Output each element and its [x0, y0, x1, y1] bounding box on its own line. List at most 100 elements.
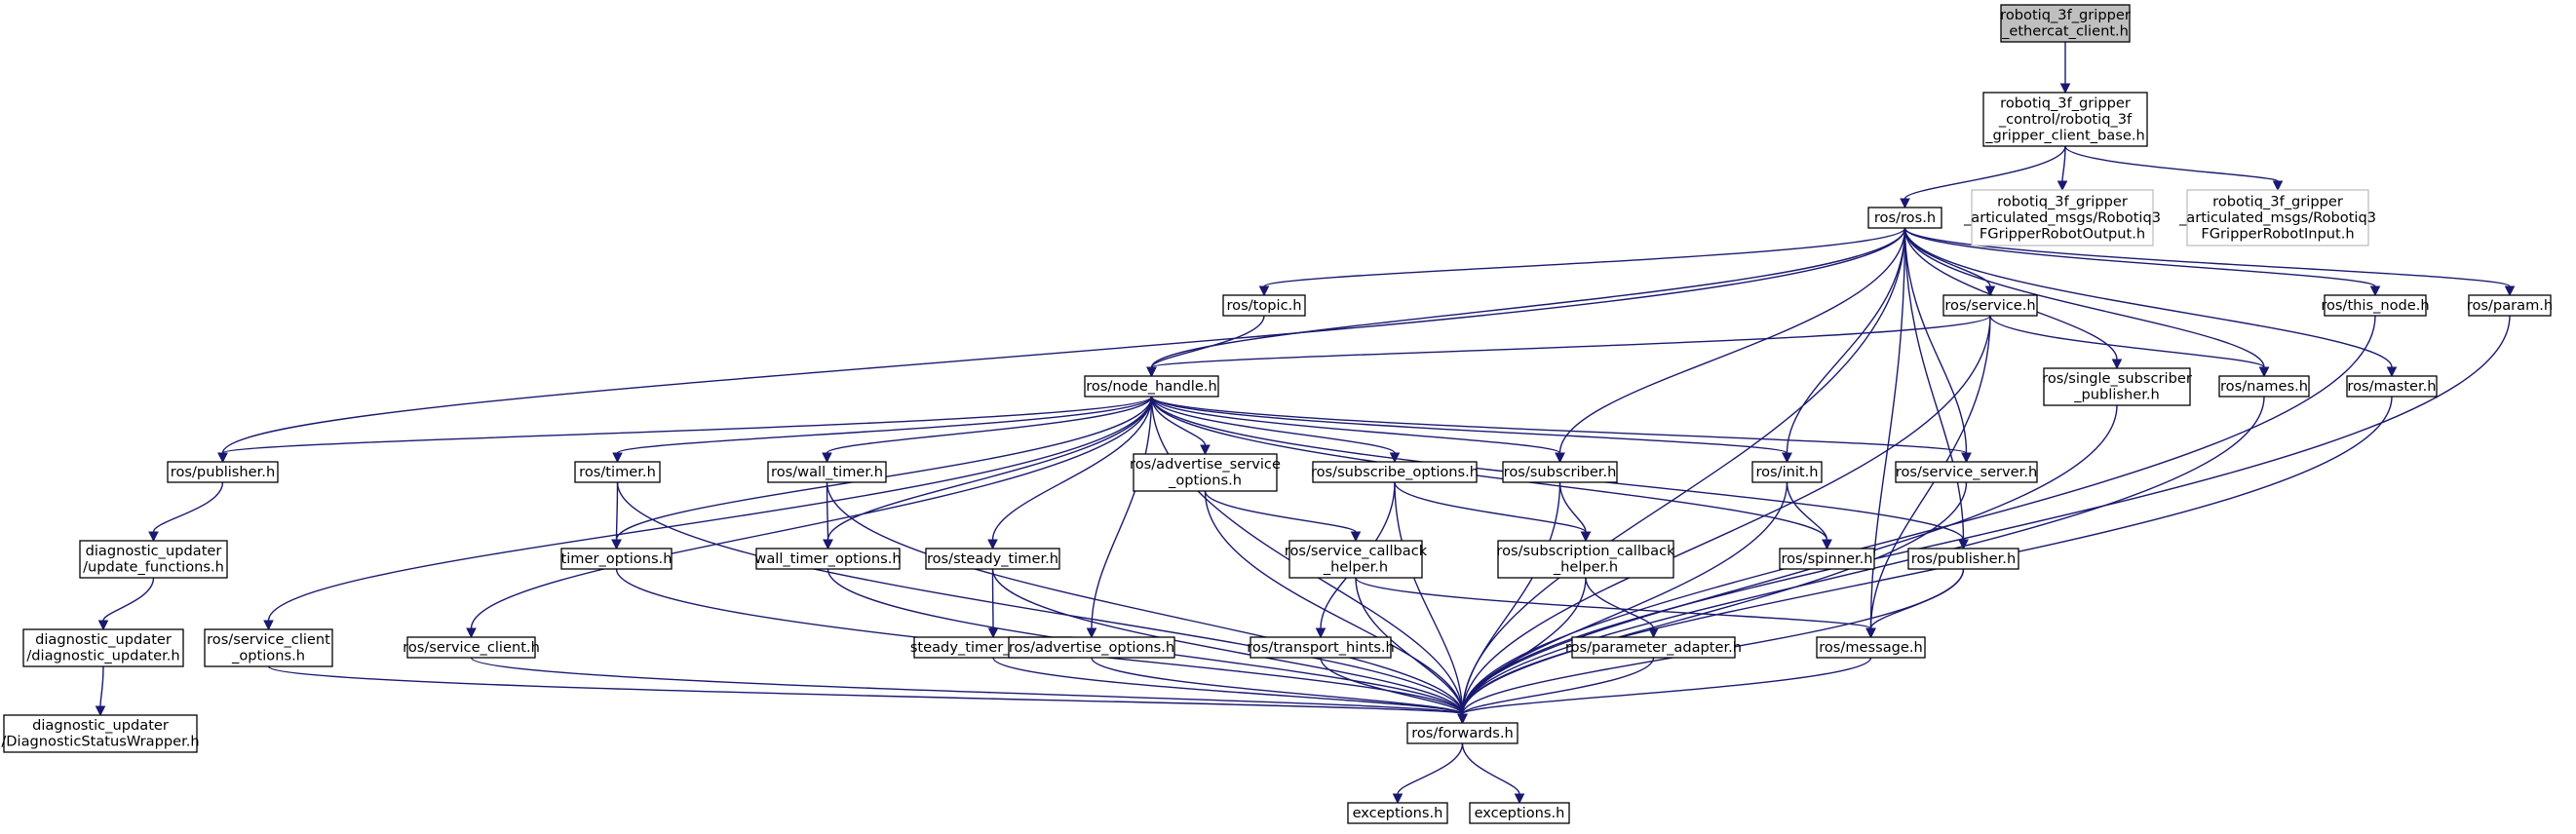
- node-label-line: ros/forwards.h: [1411, 725, 1514, 741]
- node-diag-status[interactable]: diagnostic_updater/DiagnosticStatusWrapp…: [1, 714, 200, 753]
- node-label-line: FGripperRobotInput.h: [2201, 225, 2354, 242]
- node-publisher-right[interactable]: ros/publisher.h: [1907, 548, 2019, 570]
- edge-node-handle-to-adv-srv-opts: [1150, 396, 1211, 456]
- node-label-line: ros/parameter_adapter.h: [1565, 639, 1742, 656]
- node-robot-input[interactable]: robotiq_3f_gripper_articulated_msgs/Robo…: [2178, 189, 2376, 246]
- node-label-line: ros/param.h: [2467, 297, 2553, 314]
- edge-node-handle-to-publisher-left: [217, 396, 1153, 464]
- node-param-adapter[interactable]: ros/parameter_adapter.h: [1565, 636, 1742, 659]
- node-label-line: timer_options.h: [561, 550, 673, 567]
- node-node-handle[interactable]: ros/node_handle.h: [1084, 375, 1219, 398]
- node-init[interactable]: ros/init.h: [1751, 461, 1823, 483]
- edge-line: [1397, 742, 1464, 795]
- arrowhead: [217, 452, 228, 464]
- edge-line: [1355, 577, 1464, 715]
- arrowhead: [1315, 627, 1326, 639]
- node-client-base[interactable]: robotiq_3f_gripper_control/robotiq_3f_gr…: [1982, 92, 2148, 147]
- node-exceptions-b[interactable]: exceptions.h: [1469, 802, 1570, 824]
- node-box: [1895, 461, 2038, 483]
- node-diag-update-fn[interactable]: diagnostic_updater/update_functions.h: [79, 540, 228, 579]
- node-message[interactable]: ros/message.h: [1816, 636, 1926, 659]
- node-subscriber[interactable]: ros/subscriber.h: [1502, 461, 1618, 483]
- node-box: [3, 714, 198, 753]
- node-forwards[interactable]: ros/forwards.h: [1406, 722, 1519, 744]
- edge-line: [1204, 490, 1357, 533]
- node-robot-output[interactable]: robotiq_3f_gripper_articulated_msgs/Robo…: [1963, 189, 2161, 246]
- edge-line: [1355, 577, 1872, 629]
- node-box: [1971, 189, 2154, 246]
- node-label-line: _articulated_msgs/Robotiq3: [2178, 209, 2376, 226]
- node-steady-timer[interactable]: ros/steady_timer.h: [925, 548, 1060, 570]
- edge-ros-h-to-master: [1903, 227, 2398, 378]
- edge-line: [267, 665, 1464, 715]
- node-label-line: diagnostic_updater: [86, 543, 222, 559]
- node-adv-opts[interactable]: ros/advertise_options.h: [1008, 636, 1175, 659]
- edge-line: [1903, 227, 1968, 454]
- node-label-line: _options.h: [1168, 473, 1242, 489]
- node-names[interactable]: ros/names.h: [2218, 375, 2310, 398]
- arrowhead: [987, 627, 999, 639]
- node-exceptions-a[interactable]: exceptions.h: [1347, 802, 1448, 824]
- edge-node-handle-to-wall-timer: [822, 396, 1153, 464]
- edge-ros-h-to-publisher-left: [217, 227, 1906, 464]
- node-publisher-left[interactable]: ros/publisher.h: [167, 461, 279, 483]
- edge-line: [152, 481, 224, 533]
- edge-steady-timer-opts-to-forwards: [992, 657, 1468, 725]
- arrowhead: [1457, 713, 1468, 725]
- edge-ros-h-to-service-server: [1903, 227, 1972, 464]
- node-this-node[interactable]: ros/this_node.h: [2321, 294, 2430, 317]
- edge-layer: [95, 42, 2516, 805]
- node-timer[interactable]: ros/timer.h: [574, 461, 661, 483]
- edge-line: [99, 665, 104, 707]
- edge-init-to-forwards: [1457, 481, 1788, 725]
- arrowhead: [2272, 180, 2284, 192]
- node-wall-timer[interactable]: ros/wall_timer.h: [767, 461, 887, 483]
- node-adv-srv-opts[interactable]: ros/advertise_service_options.h: [1130, 453, 1281, 492]
- node-service-server[interactable]: ros/service_server.h: [1895, 461, 2038, 483]
- node-wall-timer-opts[interactable]: wall_timer_options.h: [754, 548, 902, 570]
- node-label-line: ros/service_callback: [1285, 543, 1428, 559]
- node-sub-opts[interactable]: ros/subscribe_options.h: [1311, 461, 1479, 483]
- edge-line: [1263, 227, 1906, 287]
- node-diag-updater[interactable]: diagnostic_updater/diagnostic_updater.h: [22, 628, 184, 667]
- node-box: [1982, 92, 2148, 147]
- node-label-line: ros/subscribe_options.h: [1311, 464, 1479, 480]
- arrowhead: [1514, 793, 1525, 805]
- node-root[interactable]: robotiq_3f_gripper_ethercat_client.h: [2000, 4, 2131, 43]
- node-label-line: robotiq_3f_gripper: [2000, 7, 2131, 23]
- node-box: [1907, 548, 2019, 570]
- arrowhead: [1146, 366, 1157, 378]
- arrowhead: [97, 620, 109, 631]
- node-label-line: ros/steady_timer.h: [927, 550, 1058, 567]
- edge-ros-h-to-topic: [1258, 227, 1906, 297]
- node-param[interactable]: ros/param.h: [2467, 294, 2553, 317]
- node-timer-opts[interactable]: timer_options.h: [560, 548, 673, 570]
- node-label-line: ros/timer.h: [579, 464, 656, 480]
- edge-line: [1394, 481, 1587, 533]
- node-sub-cb-helper[interactable]: ros/subscription_callback_helper.h: [1496, 540, 1675, 579]
- node-topic[interactable]: ros/topic.h: [1222, 294, 1306, 317]
- node-srv-cb-helper[interactable]: ros/service_callback_helper.h: [1285, 540, 1428, 579]
- edge-line: [1461, 657, 1655, 715]
- edge-diag-updater-to-diag-status: [95, 665, 106, 717]
- node-box: [2043, 367, 2191, 406]
- node-label-line: _helper.h: [1553, 559, 1618, 576]
- node-service[interactable]: ros/service.h: [1942, 294, 2038, 317]
- edge-line: [1150, 396, 1788, 454]
- edge-line: [616, 481, 1464, 715]
- node-master[interactable]: ros/master.h: [2346, 375, 2438, 398]
- node-single-sub[interactable]: ros/single_subscriber_publisher.h: [2042, 367, 2192, 406]
- node-srv-client-opts[interactable]: ros/service_client_options.h: [204, 628, 333, 667]
- edge-node-handle-to-srv-client-opts: [263, 396, 1153, 631]
- node-ros-h[interactable]: ros/ros.h: [1867, 207, 1942, 229]
- edge-line: [221, 227, 1906, 454]
- edge-timer-to-forwards: [616, 481, 1468, 725]
- edge-line: [1150, 396, 1561, 454]
- edge-line: [616, 396, 1153, 454]
- node-transport-hints[interactable]: ros/transport_hints.h: [1247, 636, 1395, 659]
- edge-line: [1461, 657, 1872, 715]
- node-label-line: ros/advertise_service: [1130, 456, 1281, 473]
- node-srv-client[interactable]: ros/service_client.h: [403, 636, 540, 659]
- edge-client-base-to-robot-input: [2064, 145, 2284, 192]
- node-spinner[interactable]: ros/spinner.h: [1779, 548, 1875, 570]
